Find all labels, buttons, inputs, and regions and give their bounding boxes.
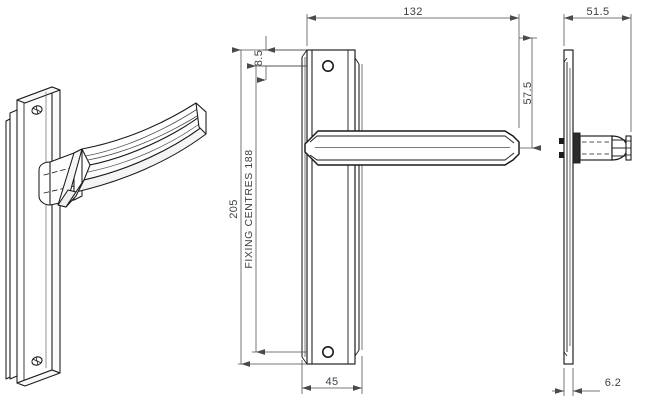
fixing-hole-top <box>321 59 334 72</box>
lever-front <box>304 130 520 166</box>
dimension-text-layer: 132 51.5 8.5 FIXING CENTRES 188 205 57.5… <box>228 6 621 389</box>
dimension-label-132: 132 <box>403 6 423 18</box>
dimension-label-8-5: 8.5 <box>253 50 265 67</box>
dimension-label-57-5: 57.5 <box>522 81 534 104</box>
dimension-label-fixing-centres: FIXING CENTRES 188 <box>243 149 255 268</box>
dimension-label-51-5: 51.5 <box>586 6 609 18</box>
dimension-layer <box>232 14 632 396</box>
fixing-hole-bottom <box>321 345 334 358</box>
front-view <box>301 49 520 365</box>
isometric-view <box>5 86 207 387</box>
dimension-label-45: 45 <box>325 376 338 388</box>
side-view <box>559 49 632 365</box>
dimension-label-6-2: 6.2 <box>605 377 622 389</box>
dimension-label-205: 205 <box>228 199 240 219</box>
